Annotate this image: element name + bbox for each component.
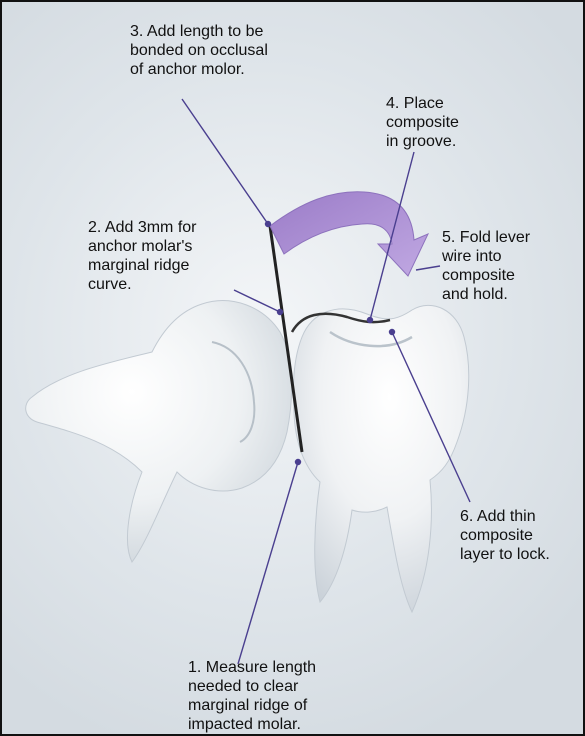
- annotation-step2: 2. Add 3mm for anchor molar's marginal r…: [88, 218, 197, 294]
- leader-step6-dot: [390, 330, 395, 335]
- leader-step1: [238, 462, 298, 664]
- leader-step2-dot: [278, 310, 283, 315]
- anchor-molar: [293, 305, 468, 612]
- impacted-molar-body: [26, 301, 292, 562]
- leader-step5: [416, 266, 440, 270]
- leader-step4-dot: [368, 318, 373, 323]
- annotation-step3: 3. Add length to be bonded on occlusal o…: [130, 22, 268, 79]
- annotation-step1: 1. Measure length needed to clear margin…: [188, 658, 316, 734]
- fold-arrow: [270, 192, 428, 276]
- leader-step3: [182, 99, 268, 224]
- impacted-molar: [26, 301, 292, 562]
- annotation-step4: 4. Place composite in groove.: [386, 94, 459, 151]
- leader-step3-dot: [266, 222, 271, 227]
- annotation-step6: 6. Add thin composite layer to lock.: [460, 507, 550, 564]
- annotation-step5: 5. Fold lever wire into composite and ho…: [442, 228, 530, 304]
- anchor-molar-body: [293, 305, 468, 612]
- leader-step1-dot: [296, 460, 301, 465]
